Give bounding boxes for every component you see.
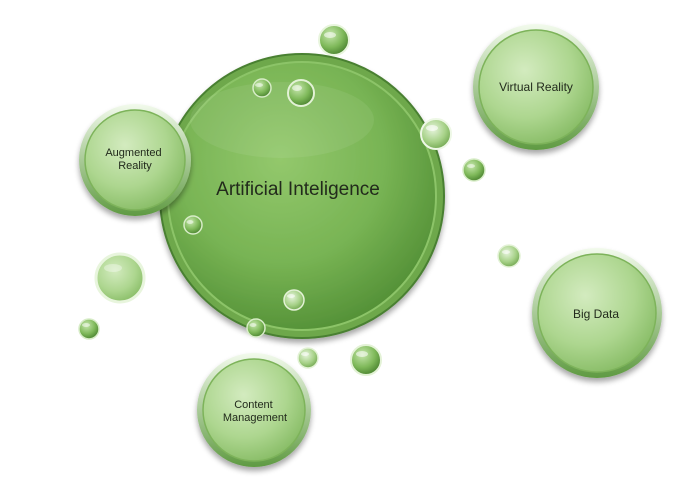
topic-bubble-augmented-reality xyxy=(79,104,191,216)
small-bubble xyxy=(462,158,486,182)
topic-bubble-virtual-reality xyxy=(473,24,599,150)
main-bubble xyxy=(159,53,445,339)
topic-label-line: Big Data xyxy=(573,307,619,321)
small-bubble xyxy=(283,289,305,311)
main-bubble-label: Artificial Inteligence xyxy=(216,179,380,200)
topic-label-virtual-reality: Virtual Reality xyxy=(499,80,573,94)
small-bubble xyxy=(497,244,521,268)
topic-label-line: Content xyxy=(234,399,273,411)
topic-label-content-management: Content Management xyxy=(223,399,287,424)
topic-label-big-data: Big Data xyxy=(573,307,619,321)
topic-label-line: Management xyxy=(223,412,287,424)
small-bubbles xyxy=(78,24,521,376)
topic-label-line: Reality xyxy=(118,160,152,172)
topic-label-line: Virtual Reality xyxy=(499,80,573,94)
small-bubble xyxy=(246,318,266,338)
topic-label-line: Augmented xyxy=(105,147,161,159)
small-bubble xyxy=(350,344,382,376)
small-bubble xyxy=(183,215,203,235)
small-bubble xyxy=(297,347,319,369)
topic-bubble-content-management xyxy=(197,353,311,467)
small-bubble xyxy=(287,79,315,107)
small-bubble xyxy=(420,118,452,150)
small-bubble xyxy=(78,318,100,340)
small-bubble xyxy=(318,24,350,56)
small-bubble xyxy=(252,78,272,98)
topic-label-augmented-reality: Augmented Reality xyxy=(105,147,164,172)
small-bubble xyxy=(94,252,146,304)
topic-bubble-big-data xyxy=(532,248,662,378)
